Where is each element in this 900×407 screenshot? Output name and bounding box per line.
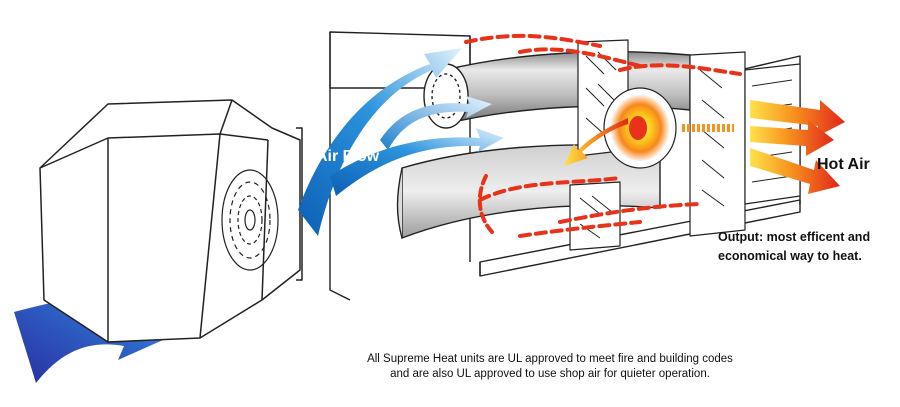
footnote-line-1: All Supreme Heat units are UL approved t… [367,353,733,365]
output-caption: Output: most efficent and economical way… [718,228,870,266]
air-flow-arrow [298,48,504,236]
footnote-line-2: and are also UL approved to use shop air… [390,368,710,380]
ul-approval-footnote: All Supreme Heat units are UL approved t… [340,352,760,382]
blower-housing [39,99,303,343]
recirculation-arrow [564,118,628,166]
air-flow-label: Air Flow [316,148,380,165]
hot-air-arrow [750,100,845,194]
output-caption-line-1: Output: most efficent and [718,230,871,244]
internal-heat-flow [464,33,742,238]
output-caption-line-2: economical way to heat. [718,249,862,263]
hot-air-label: Hot Air [817,156,870,173]
blower-grille-icon [221,169,279,271]
burner-flame-icon [603,87,677,169]
